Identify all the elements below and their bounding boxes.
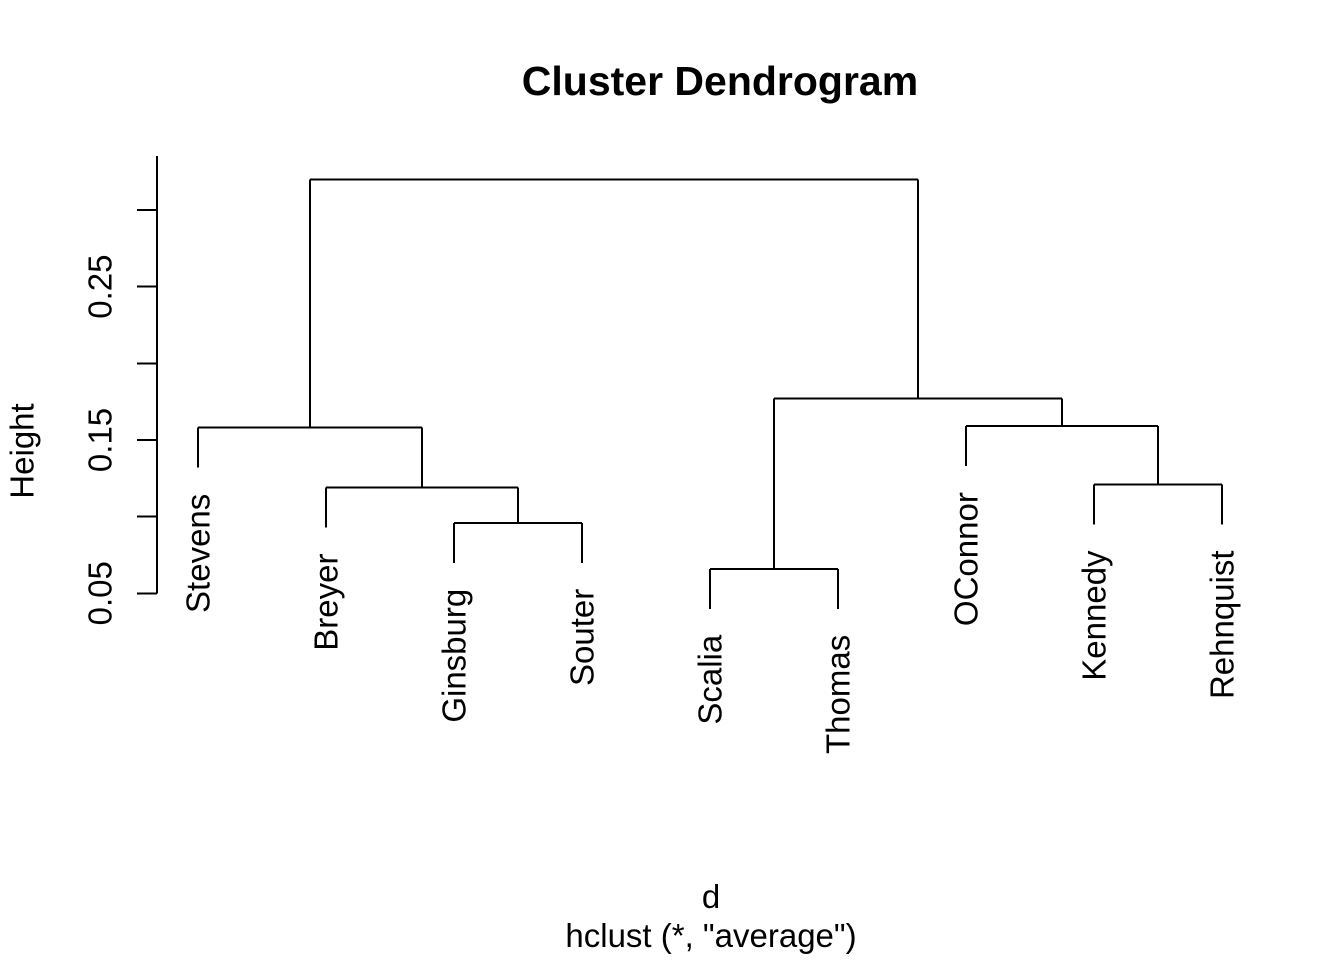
y-tick-label: 0.25 xyxy=(82,255,119,319)
y-axis: 0.05 0.15 0.25 xyxy=(82,156,158,625)
leaf-label-oconnor: OConnor xyxy=(948,492,985,626)
y-tick-label: 0.05 xyxy=(82,561,119,625)
y-tick-label: 0.15 xyxy=(82,408,119,472)
leaf-label-thomas: Thomas xyxy=(820,635,857,754)
x-axis-title: d xyxy=(702,878,720,915)
dendrogram-tree xyxy=(197,178,1223,609)
leaf-label-souter: Souter xyxy=(564,589,601,686)
leaf-labels: Stevens Breyer Ginsburg Souter Scalia Thomas O… xyxy=(180,492,1241,754)
leaf-label-stevens: Stevens xyxy=(180,494,217,613)
leaf-label-scalia: Scalia xyxy=(692,634,729,725)
x-axis-caption: hclust (*, "average") xyxy=(565,917,856,954)
leaf-label-rehnquist: Rehnquist xyxy=(1204,550,1241,699)
leaf-label-kennedy: Kennedy xyxy=(1076,550,1113,681)
chart-title: Cluster Dendrogram xyxy=(522,58,918,104)
leaf-label-breyer: Breyer xyxy=(308,553,345,650)
y-axis-title: Height xyxy=(4,403,41,498)
leaf-label-ginsburg: Ginsburg xyxy=(436,589,473,723)
